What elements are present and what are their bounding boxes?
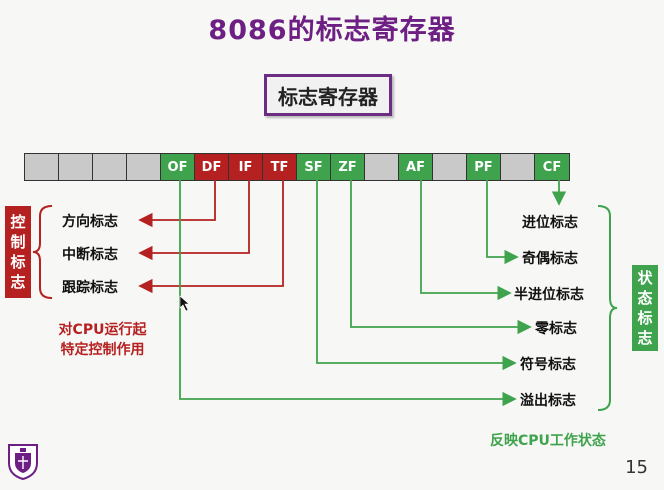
zf-connector	[350, 180, 532, 335]
register-bit-df: DF	[195, 154, 229, 180]
trap-flag-label: 跟踪标志	[62, 280, 118, 296]
parity-flag-label: 奇偶标志	[522, 251, 578, 267]
sign-flag-label: 符号标志	[520, 357, 576, 373]
register-bit-13	[93, 154, 127, 180]
register-bit-15	[25, 154, 59, 180]
register-bit-cf: CF	[535, 154, 569, 180]
af-connector	[420, 180, 512, 301]
sf-connector	[316, 180, 517, 371]
of-connector	[179, 180, 517, 407]
if-connector	[138, 180, 250, 261]
register-bit-zf: ZF	[331, 154, 365, 180]
control-flags-caption: 对CPU运行起 特定控制作用	[58, 322, 147, 358]
status-bracket	[597, 205, 618, 411]
status-flags-caption: 反映CPU工作状态	[490, 433, 606, 449]
df-connector	[138, 180, 216, 228]
interrupt-flag-label: 中断标志	[62, 247, 118, 263]
status-flags-group-label: 状 态 标 志	[632, 265, 658, 351]
flag-register: OF DF IF TF SF ZF AF PF CF	[24, 153, 570, 181]
control-flags-group-label: 控 制 标 志	[5, 206, 31, 298]
pf-connector	[486, 180, 519, 265]
register-bit-1	[501, 154, 535, 180]
zero-flag-label: 零标志	[535, 321, 577, 337]
carry-flag-label: 进位标志	[522, 215, 578, 231]
aux-carry-flag-label: 半进位标志	[514, 287, 584, 303]
register-bit-of: OF	[161, 154, 195, 180]
register-bit-af: AF	[399, 154, 433, 180]
register-bit-14	[59, 154, 93, 180]
register-bit-tf: TF	[263, 154, 297, 180]
control-bracket	[32, 205, 53, 299]
direction-flag-label: 方向标志	[62, 214, 118, 230]
mouse-cursor	[179, 295, 190, 312]
register-bit-sf: SF	[297, 154, 331, 180]
overflow-flag-label: 溢出标志	[520, 393, 576, 409]
register-bit-pf: PF	[467, 154, 501, 180]
page-number: 15	[625, 457, 648, 478]
flag-register-label: 标志寄存器	[264, 74, 392, 116]
university-seal-logo	[8, 444, 38, 481]
slide-title: 8086的标志寄存器	[208, 15, 456, 46]
register-bit-12	[127, 154, 161, 180]
tf-connector	[138, 180, 284, 294]
register-bit-5	[365, 154, 399, 180]
register-bit-if: IF	[229, 154, 263, 180]
register-bit-3	[433, 154, 467, 180]
